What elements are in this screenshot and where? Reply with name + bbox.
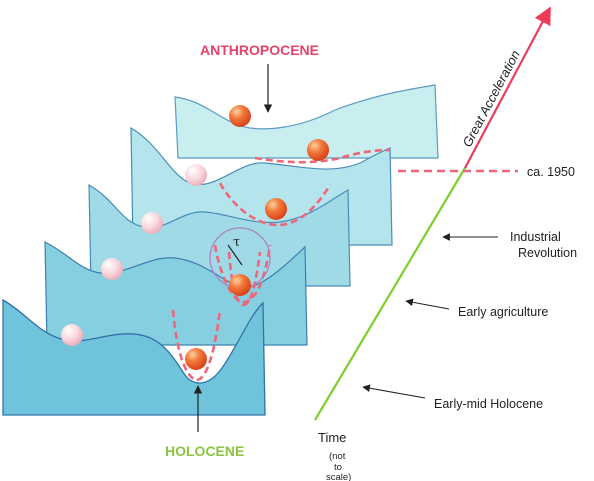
basin-outline-panel-3	[213, 244, 272, 304]
not-to-scale-line1: (not	[329, 451, 346, 462]
ball-holocene	[185, 348, 207, 370]
ball-panel-2-orange	[229, 274, 251, 296]
not-to-scale-line3: scale)	[326, 472, 351, 481]
basin-outline-panel-4	[218, 182, 332, 227]
ball-anthropocene	[229, 105, 251, 127]
landscape-panel-5	[174, 84, 439, 159]
timeline-red-acceleration	[464, 6, 551, 169]
early-mid-holocene-arrow	[362, 384, 426, 399]
early-agriculture-label: Early agriculture	[458, 305, 548, 319]
holocene-label: HOLOCENE	[165, 443, 244, 459]
ball-panel-3-pale	[141, 212, 163, 234]
landscape-panel-2	[44, 241, 308, 346]
anthropocene-label: ANTHROPOCENE	[200, 42, 319, 58]
ball-panel-4-pale	[185, 164, 207, 186]
basin-outline-panel-5	[254, 148, 391, 164]
ball-panel-2-pale	[101, 258, 123, 280]
ball-panel-1-pale	[61, 324, 83, 346]
industrial-revolution-label-line1: Industrial	[510, 230, 561, 244]
timeline-green	[314, 167, 466, 421]
not-to-scale-line2: to	[334, 462, 342, 473]
tau-symbol: τ	[233, 235, 240, 250]
great-acceleration-label: Great Acceleration	[459, 48, 523, 150]
early-mid-holocene-label: Early-mid Holocene	[434, 397, 543, 411]
time-label: Time	[318, 430, 346, 445]
basin-outline-panel-1	[171, 309, 222, 382]
ca-1950-label: ca. 1950	[527, 165, 575, 179]
early-agriculture-arrow	[405, 298, 450, 310]
industrial-revolution-label-line2: Revolution	[518, 246, 577, 260]
ball-panel-4-orange	[307, 139, 329, 161]
ball-panel-3-orange	[265, 198, 287, 220]
